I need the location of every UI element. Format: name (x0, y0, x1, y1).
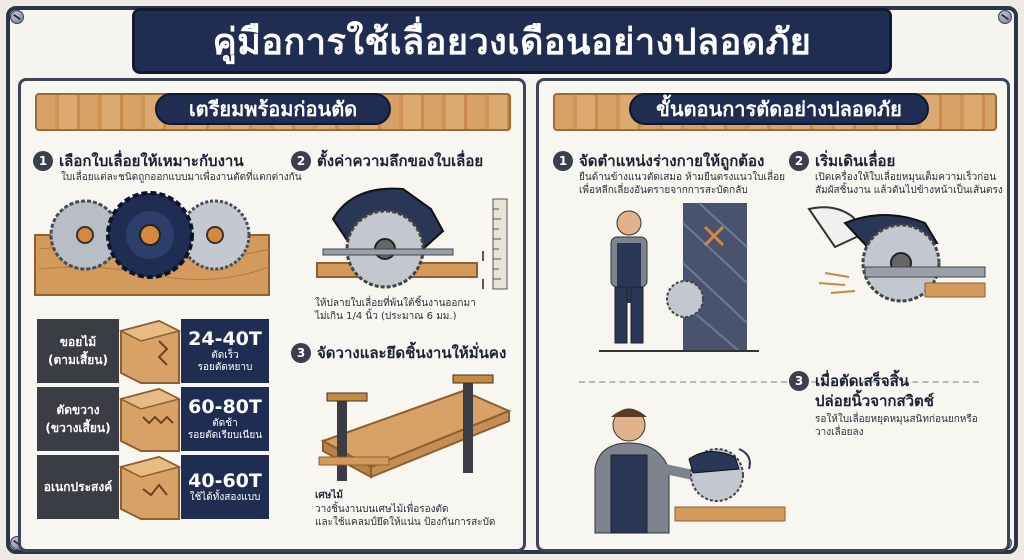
step-3-title: 3 จัดวางและยึดชิ้นงานให้มั่นคง (291, 341, 506, 365)
step-1-desc: ยืนด้านข้างแนวตัดเสมอ ห้ามยืนตรงแนวใบเลื… (579, 172, 785, 196)
step-3-desc: รอให้ใบเลื่อยหยุดหมุนสนิทก่อนยกหรือ วางเ… (815, 414, 978, 438)
step-title-text: ตั้งค่าความลึกของใบเลื่อย (317, 152, 484, 170)
wood-block-icon (118, 319, 182, 384)
row-label: ตัดขวาง(ขวางเสี้ยน) (37, 387, 119, 453)
wood-block-icon (118, 455, 182, 520)
table-row: อเนกประสงค์ 40-60T ใช้ได้ทั้งสองแบบ (37, 455, 269, 521)
row-label: อเนกประสงค์ (37, 455, 119, 521)
page-title: คู่มือการใช้เลื่อยวงเดือนอย่างปลอดภัย (212, 21, 812, 63)
step-number: 2 (291, 151, 311, 171)
table-row: ขอยไม้(ตามเสี้ยน) 24-40T ตัดเร็ว รอยตัดห… (37, 319, 269, 385)
step-1-title: 1 จัดตำแหน่งร่างกายให้ถูกต้อง (553, 149, 764, 173)
step-title-text: เริ่มเดินเลื่อย (815, 152, 896, 170)
step-title-text: เมื่อตัดเสร็จสิ้น ปล่อยนิ้วจากสวิตช์ (815, 372, 934, 410)
table-row: ตัดขวาง(ขวางเสี้ยน) 60-80T ตัดช้า รอยตัด… (37, 387, 269, 453)
step-2-desc: เปิดเครื่องให้ใบเลื่อยหมุนเต็มความเร็วก่… (815, 172, 1003, 196)
step-number: 2 (789, 151, 809, 171)
step-3-title: 3 เมื่อตัดเสร็จสิ้น ปล่อยนิ้วจากสวิตช์ (789, 371, 934, 411)
section-header-pill: ขั้นตอนการตัดอย่างปลอดภัย (629, 93, 929, 125)
clamped-workpiece-illustration (318, 374, 512, 481)
blade-depth-illustration (316, 187, 508, 290)
left-panel: เตรียมพร้อมก่อนตัด 1 เลือกใบเลื่อยให้เหม… (18, 78, 526, 552)
step-number: 1 (33, 151, 53, 171)
step-3-desc: วางชิ้นงานบนเศษไม้เพื่อรองตัด และใช้แคลม… (315, 504, 496, 528)
step-2-desc: ให้ปลายใบเลื่อยที่พ้นใต้ชิ้นงานออกมา ไม่… (315, 298, 476, 322)
step-title-text: จัดวางและยึดชิ้นงานให้มั่นคง (317, 344, 507, 362)
release-trigger-illustration (594, 408, 786, 534)
tooth-value: 24-40T ตัดเร็ว รอยตัดหยาบ (181, 319, 269, 385)
tooth-value: 40-60T ใช้ได้ทั้งสองแบบ (181, 455, 269, 521)
step-number: 3 (291, 343, 311, 363)
wood-block-icon (118, 387, 182, 452)
step-title-text: เลือกใบเลื่อยให้เหมาะกับงาน (59, 152, 244, 170)
tooth-value: 60-80T ตัดช้า รอยตัดเรียบเนียน (181, 387, 269, 453)
row-label: ขอยไม้(ตามเสี้ยน) (37, 319, 119, 385)
section-header-left: เตรียมพร้อมก่อนตัด (188, 97, 358, 121)
step-1-title: 1 เลือกใบเลื่อยให้เหมาะกับงาน (33, 149, 244, 173)
section-header-pill: เตรียมพร้อมก่อนตัด (155, 93, 391, 125)
body-position-illustration (599, 202, 759, 352)
right-panel: ขั้นตอนการตัดอย่างปลอดภัย 1 จัดตำแหน่งร่… (536, 78, 1010, 552)
scrap-wood-label: เศษไม้ (315, 490, 343, 501)
section-header-bar: เตรียมพร้อมก่อนตัด (35, 93, 511, 131)
section-header-bar: ขั้นตอนการตัดอย่างปลอดภัย (553, 93, 997, 131)
start-cut-illustration (807, 206, 986, 303)
title-banner: คู่มือการใช้เลื่อยวงเดือนอย่างปลอดภัย (132, 8, 892, 74)
section-header-right: ขั้นตอนการตัดอย่างปลอดภัย (656, 97, 902, 121)
step-number: 3 (789, 371, 809, 391)
step-2-title: 2 ตั้งค่าความลึกของใบเลื่อย (291, 149, 483, 173)
screw-icon (998, 10, 1012, 24)
step-title-text: จัดตำแหน่งร่างกายให้ถูกต้อง (579, 152, 765, 170)
screw-icon (10, 10, 24, 24)
dashed-divider (579, 381, 979, 383)
step-1-desc: ใบเลื่อยแต่ละชนิดถูกออกแบบมาเพื่องานตัดท… (61, 172, 302, 183)
blade-tooth-table: ขอยไม้(ตามเสี้ยน) 24-40T ตัดเร็ว รอยตัดห… (37, 319, 269, 523)
step-2-title: 2 เริ่มเดินเลื่อย (789, 149, 895, 173)
step-number: 1 (553, 151, 573, 171)
saw-blades-illustration (34, 191, 270, 296)
